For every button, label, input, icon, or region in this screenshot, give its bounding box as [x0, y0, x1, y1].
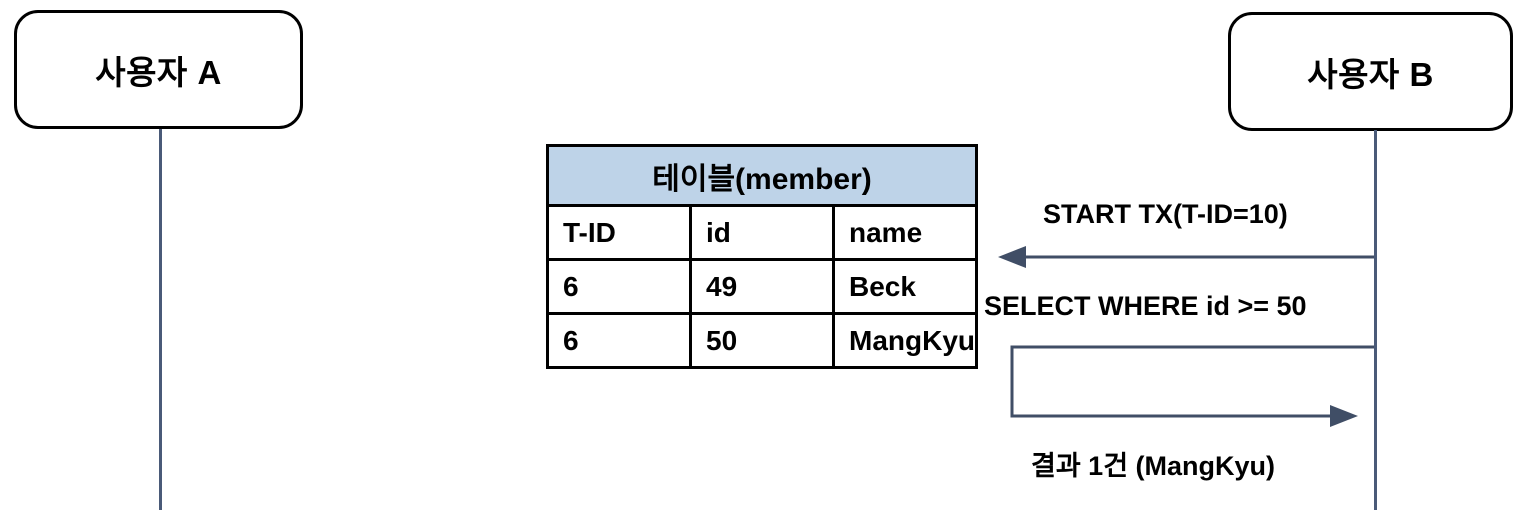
- lifeline-user-b: [1374, 130, 1377, 510]
- arrow-result-head: [1330, 405, 1358, 427]
- message-label-select: SELECT WHERE id >= 50: [984, 291, 1307, 321]
- member-table: 테이블(member) T-ID id name 6 49 Beck 6 50 …: [546, 144, 978, 369]
- cell-tid: 6: [546, 258, 692, 315]
- table-header-row: T-ID id name: [546, 204, 978, 261]
- arrow-result-path: [1010, 345, 1374, 418]
- cell-id: 50: [689, 312, 835, 369]
- cell-name: Beck: [832, 258, 978, 315]
- actor-box-user-a[interactable]: 사용자 A: [14, 10, 303, 129]
- column-header-tid: T-ID: [546, 204, 692, 261]
- table-caption: 테이블(member): [546, 144, 978, 207]
- column-header-name: name: [832, 204, 978, 261]
- table-caption-row: 테이블(member): [546, 144, 978, 207]
- lifeline-user-a: [159, 129, 162, 510]
- table-row: 6 49 Beck: [546, 258, 978, 315]
- actor-label-user-a: 사용자 A: [95, 53, 222, 91]
- actor-box-user-b[interactable]: 사용자 B: [1228, 12, 1513, 131]
- arrow-result: [1010, 345, 1374, 427]
- message-label-result: 결과 1건 (MangKyu): [1031, 451, 1276, 481]
- message-label-start-tx: START TX(T-ID=10): [1043, 199, 1288, 229]
- cell-id: 49: [689, 258, 835, 315]
- cell-name: MangKyu: [832, 312, 978, 369]
- column-header-id: id: [689, 204, 835, 261]
- arrow-start-tx-head: [998, 246, 1026, 268]
- arrow-start-tx: [998, 246, 1374, 268]
- cell-tid: 6: [546, 312, 692, 369]
- actor-label-user-b: 사용자 B: [1307, 55, 1434, 93]
- table-row: 6 50 MangKyu: [546, 312, 978, 369]
